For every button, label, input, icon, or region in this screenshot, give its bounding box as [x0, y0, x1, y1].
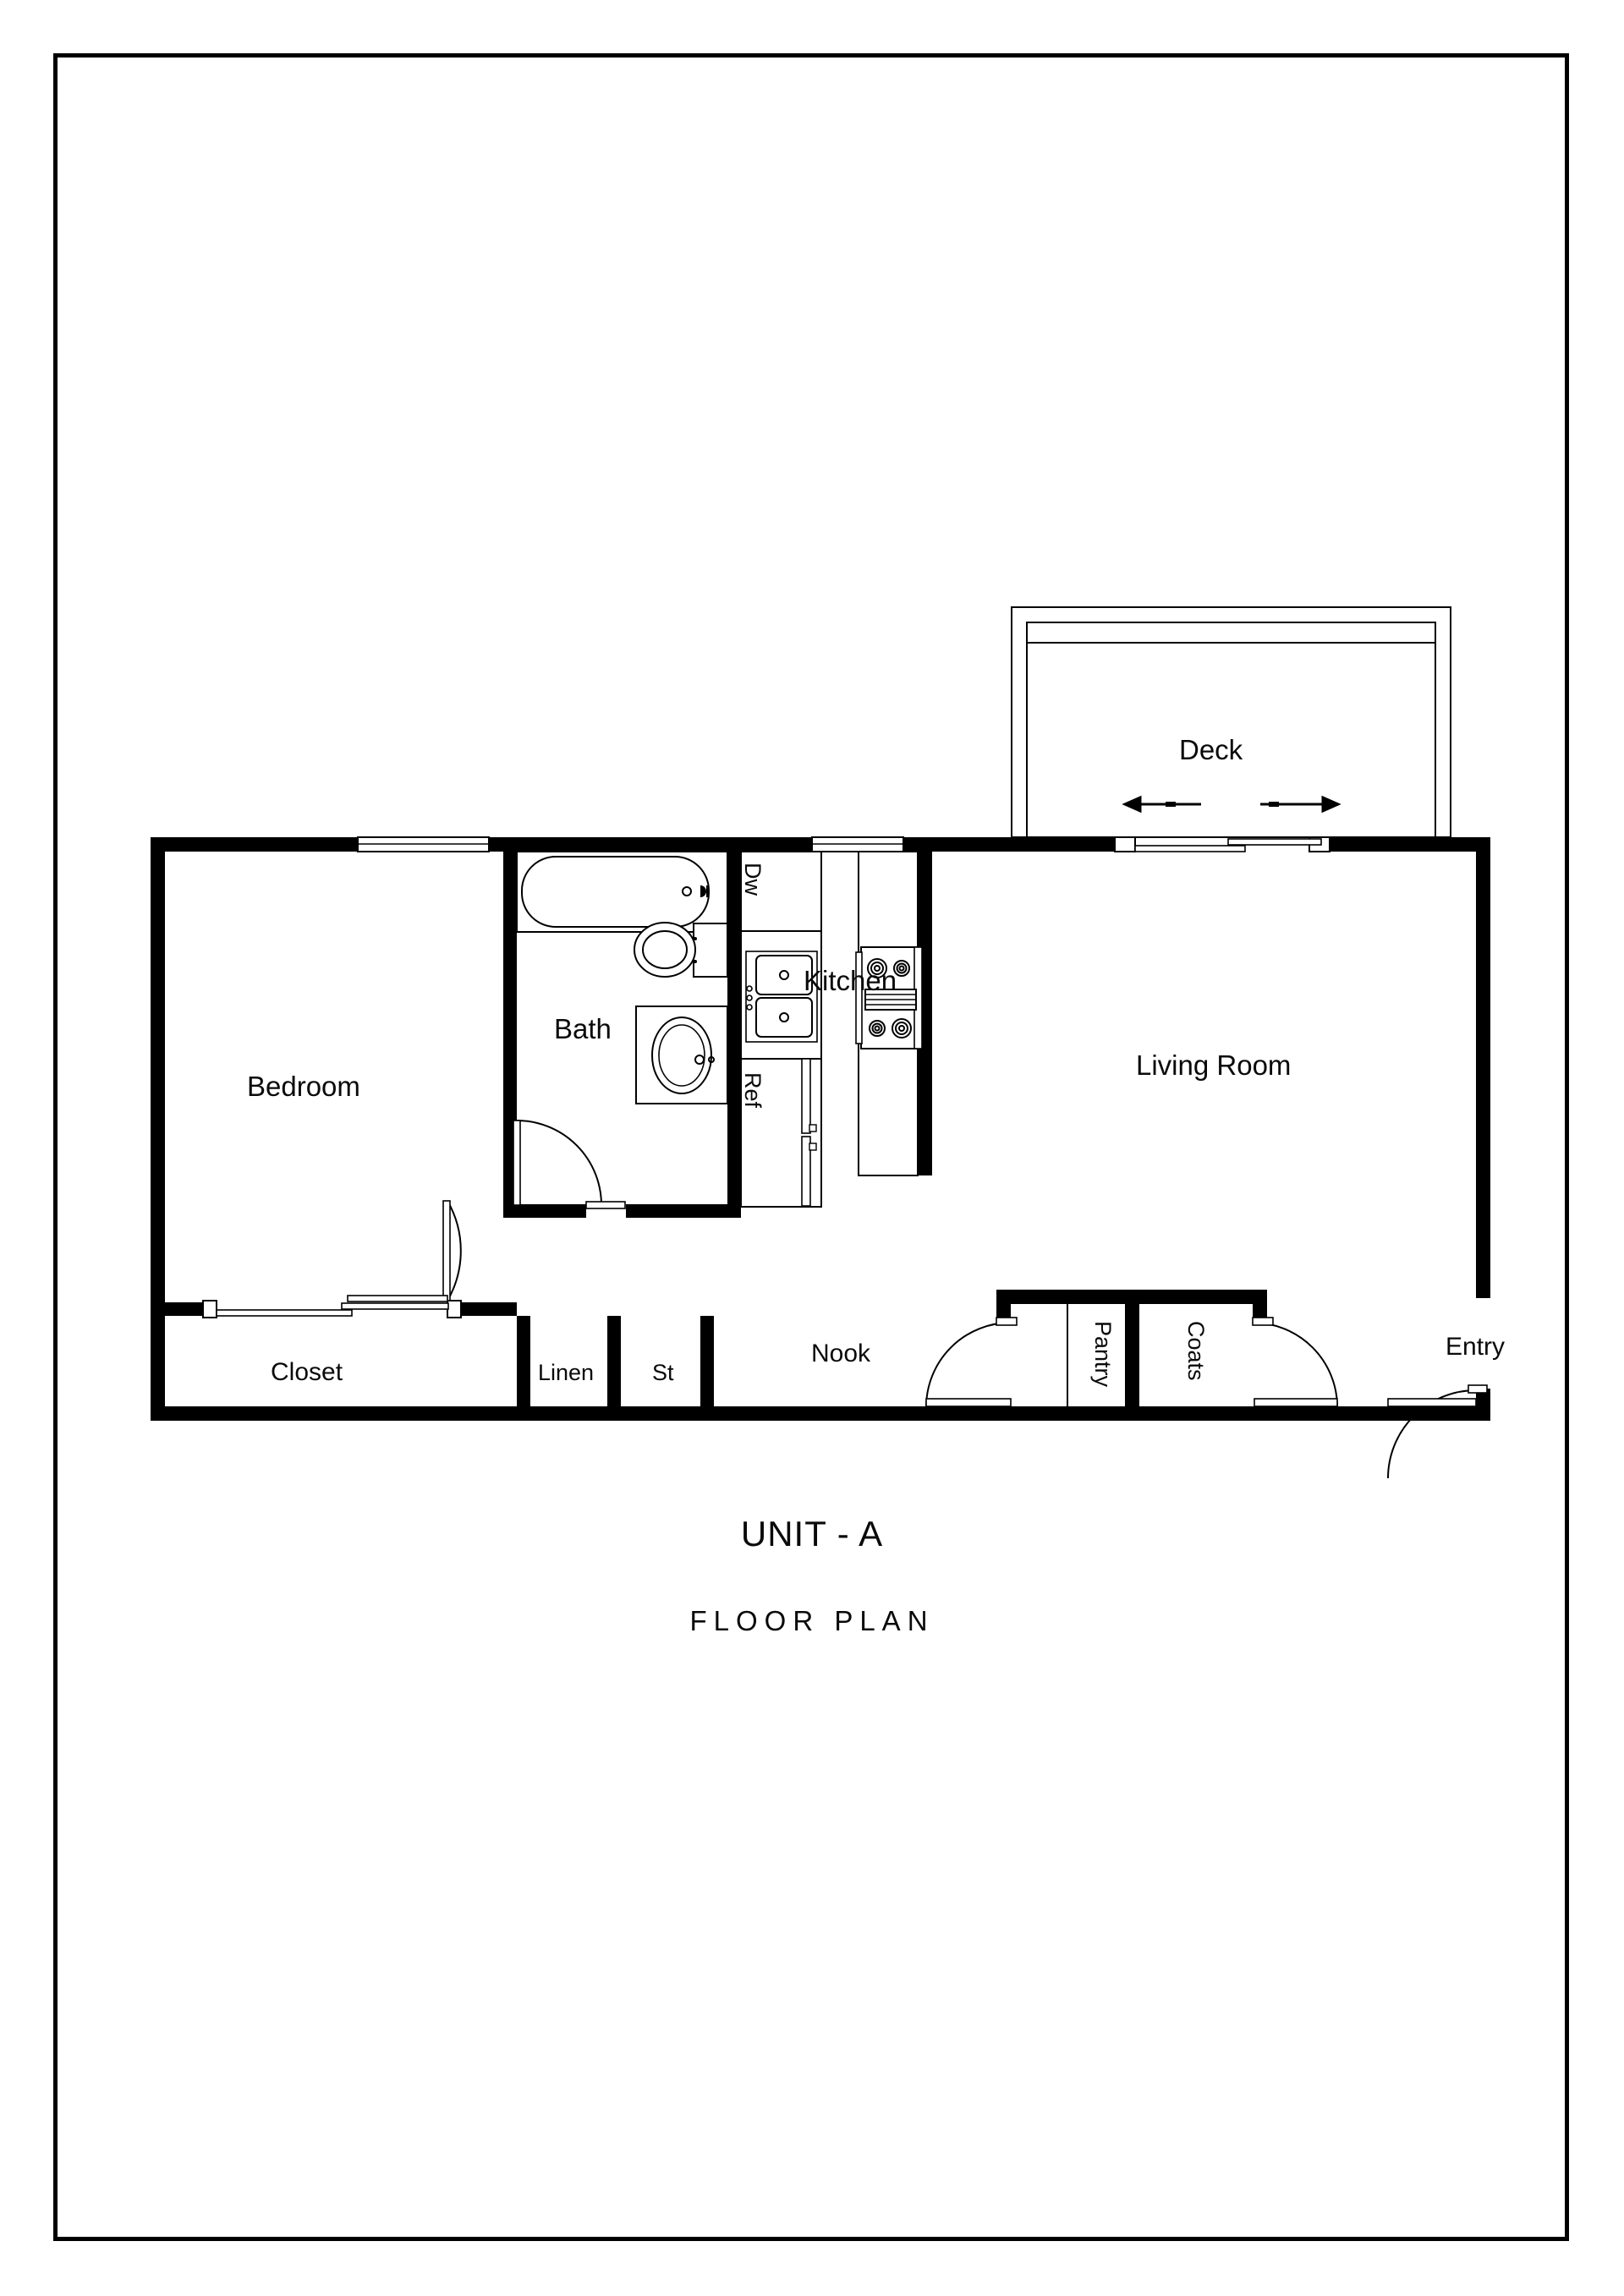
- room-label-linen: Linen: [538, 1360, 595, 1385]
- closet-sliding-door: [202, 1300, 462, 1318]
- room-label-kitchen: Kitchen: [804, 965, 897, 996]
- bathtub: [516, 851, 728, 933]
- pantry-door: [925, 1317, 1018, 1408]
- room-label-bath: Bath: [554, 1013, 612, 1044]
- appliance-label-dishwasher: Dw: [740, 863, 765, 896]
- range-cooktop: [855, 946, 923, 1049]
- kitchen-window: [811, 836, 904, 852]
- room-label-deck: Deck: [1179, 734, 1243, 765]
- deck-slide-arrow-left: [1122, 795, 1201, 814]
- vanity-sink: [635, 1006, 728, 1104]
- refrigerator-doors: [801, 1058, 817, 1207]
- appliance-label-refrigerator: Ref: [740, 1072, 765, 1109]
- plan-title-unit: UNIT - A: [740, 1514, 884, 1553]
- bedroom-window: [357, 836, 490, 852]
- room-label-pantry: Pantry: [1090, 1321, 1116, 1388]
- room-label-st: St: [652, 1360, 674, 1385]
- room-label-nook: Nook: [811, 1340, 871, 1367]
- deck-slide-arrow-right: [1260, 795, 1341, 814]
- bath-door: [513, 1120, 626, 1209]
- deck-sliding-door: [1114, 836, 1330, 852]
- toilet: [634, 922, 728, 978]
- room-label-bedroom: Bedroom: [247, 1071, 360, 1102]
- room-label-coats: Coats: [1183, 1321, 1209, 1381]
- exterior-walls: [151, 837, 1490, 1421]
- kitchen-sink: [745, 951, 818, 1043]
- room-label-entry: Entry: [1446, 1333, 1506, 1361]
- page-border-frame: [53, 53, 1569, 2241]
- deck-outline: [1011, 606, 1451, 838]
- coats-door: [1252, 1317, 1338, 1408]
- bedroom-door: [442, 1200, 462, 1301]
- room-label-living-room: Living Room: [1136, 1049, 1292, 1081]
- plan-title-subtitle: FLOOR PLAN: [689, 1605, 935, 1636]
- entry-door: [1387, 1384, 1488, 1479]
- room-label-closet: Closet: [271, 1358, 343, 1386]
- bedroom-door-leaf: [347, 1295, 448, 1302]
